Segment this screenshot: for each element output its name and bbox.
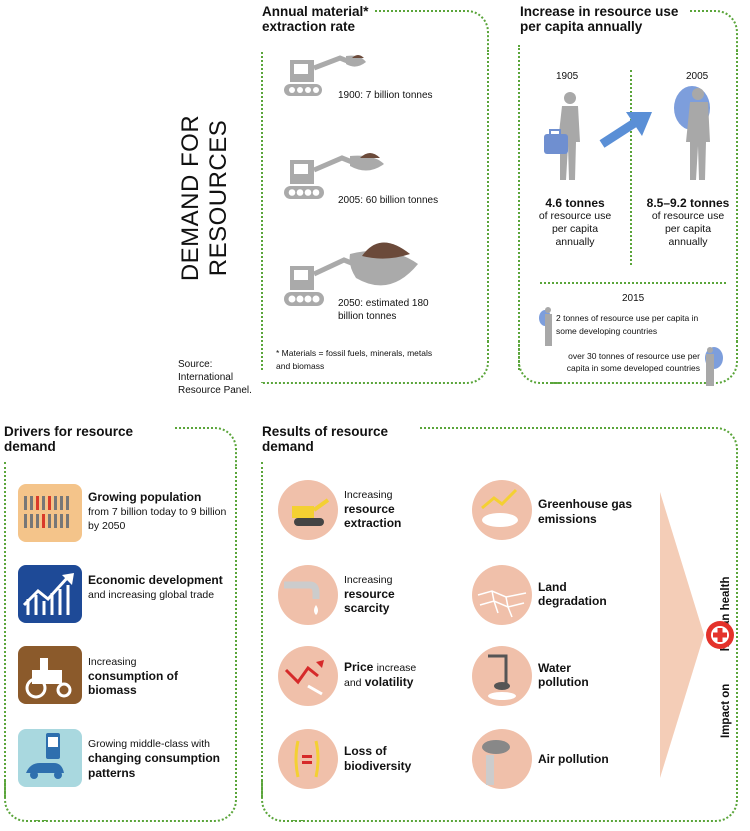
impact-pre: Impact on (720, 683, 732, 738)
extraction-footnote: * Materials = fossil fuels, minerals, me… (276, 348, 433, 371)
extraction-label-1900: 1900: 7 billion tonnes (338, 90, 433, 101)
per-capita-title: Increase in resource use per capita annu… (520, 4, 679, 34)
drivers-panel-bottom-right (36, 780, 237, 822)
driver-consumption-bold: changing consumption patterns (88, 751, 220, 780)
result-scarcity-pre: Increasing (344, 574, 393, 586)
extraction-panel-border (375, 10, 489, 52)
results-panel-border (420, 427, 738, 469)
result-price-bold: Price (344, 660, 374, 674)
price-volatility-icon (278, 646, 338, 706)
extraction-title: Annual material* extraction rate (262, 4, 369, 34)
result-land-label: Land degradation (538, 580, 618, 609)
result-biodiversity-label: Loss of biodiversity (344, 744, 424, 774)
source-note: Source: International Resource Panel. (178, 359, 252, 396)
small-person-developing-icon (539, 307, 552, 346)
year-2005: 2005 (686, 71, 709, 82)
result-extraction-pre: Increasing (344, 489, 393, 501)
driver-biomass-label: Increasing consumption of biomass (88, 655, 228, 698)
biodiversity-icon (278, 729, 338, 789)
result-price-rest: increase and (344, 662, 417, 689)
result-water-bold: Water pollution (538, 661, 589, 689)
extraction-circle-icon (278, 480, 338, 540)
results-panel-bottom-right (293, 780, 738, 822)
per-capita-panel-bottom-right (550, 340, 738, 384)
driver-population-rest: from 7 billion today to 9 billion by 205… (88, 506, 227, 532)
result-air-label: Air pollution (538, 752, 648, 767)
year-2015: 2015 (622, 293, 645, 304)
driver-economic-bold: Economic development (88, 573, 223, 587)
results-title: Results of resource demand (262, 424, 389, 454)
result-water-label: Water pollution (538, 661, 618, 690)
drivers-panel-border (175, 427, 237, 469)
tractor-icon (18, 646, 82, 704)
result-biodiversity-bold: Loss of biodiversity (344, 744, 412, 773)
small-person-developed-icon (705, 347, 723, 386)
result-greenhouse-bold: Greenhouse gas emissions (538, 497, 633, 526)
water-pollution-icon (472, 646, 532, 706)
results-panel-right-line (736, 467, 738, 782)
health-cross-icon (706, 621, 734, 649)
extraction-label-2050: 2050: estimated 180 billion tonnes (338, 298, 429, 322)
driver-consumption-label: Growing middle-class with changing consu… (88, 737, 236, 781)
excavator-1900-icon (284, 55, 366, 96)
result-price-bold2: volatility (364, 675, 414, 689)
per-capita-panel-right-line (736, 50, 738, 342)
result-air-bold: Air pollution (538, 752, 609, 766)
per-capita-panel-bottom-left (518, 340, 560, 384)
phone-car-icon (18, 729, 82, 787)
result-scarcity-bold: resource scarcity (344, 587, 395, 615)
arrow-up-right-icon (599, 112, 652, 148)
results-panel-left-line (261, 462, 263, 797)
extraction-panel-right-line (487, 50, 489, 342)
results-panel-bottom-left (261, 780, 303, 822)
drivers-panel-left-line (4, 462, 6, 797)
drivers-title: Drivers for resource demand (4, 424, 134, 454)
value-1905: 4.6 tonnes (545, 196, 605, 210)
per-capita-divider-h (540, 282, 726, 284)
unit-1905: of resource use per capita annually (538, 210, 612, 248)
person-1905-icon (544, 92, 580, 180)
per-capita-divider-v (630, 70, 632, 265)
driver-economic-label: Economic development and increasing glob… (88, 573, 228, 602)
greenhouse-gas-icon (472, 480, 532, 540)
driver-population-bold: Growing population (88, 490, 202, 504)
driver-economic-rest: and increasing global trade (88, 589, 215, 601)
excavator-2050-icon (284, 242, 418, 306)
result-extraction-label: Increasing resource extraction (344, 488, 434, 531)
result-land-bold: Land degradation (538, 580, 607, 608)
impact-arrow-shape (660, 492, 704, 778)
air-pollution-icon (472, 729, 532, 789)
excavator-2005-icon (284, 153, 384, 199)
result-price-label: Price increase and volatility (344, 660, 436, 690)
value-2005: 8.5–9.2 tonnes (646, 196, 730, 210)
person-2005-icon (674, 86, 710, 180)
year-1905: 1905 (556, 71, 579, 82)
driver-biomass-bold: consumption of biomass (88, 669, 178, 697)
scarcity-tap-icon (278, 565, 338, 625)
demand-title-text: DEMAND FOR RESOURCES (177, 114, 232, 282)
per-capita-panel-left-line (518, 45, 520, 370)
per-capita-panel-border (690, 10, 738, 52)
drivers-panel-bottom-left (4, 780, 46, 822)
drivers-panel-right-line (235, 467, 237, 782)
driver-biomass-pre: Increasing (88, 656, 137, 668)
result-greenhouse-label: Greenhouse gas emissions (538, 497, 648, 527)
note-developing: 2 tonnes of resource use per capita in s… (556, 313, 699, 336)
economic-chart-icon (18, 565, 82, 623)
unit-2005: of resource use per capita annually (651, 210, 725, 248)
impact-label: Impact on human health (720, 478, 732, 738)
extraction-panel-left-line (261, 52, 263, 370)
result-extraction-bold: resource extraction (344, 502, 402, 530)
extraction-label-2005: 2005: 60 billion tonnes (338, 195, 439, 206)
result-scarcity-label: Increasing resource scarcity (344, 573, 434, 616)
note-developed: over 30 tonnes of resource use per capit… (566, 351, 700, 373)
extraction-panel-bottom (261, 340, 489, 384)
population-icon (18, 484, 82, 542)
driver-consumption-pre: Growing middle-class with (88, 738, 210, 750)
demand-title: DEMAND FOR RESOURCES (170, 100, 240, 310)
driver-population-label: Growing population from 7 billion today … (88, 490, 228, 533)
land-degradation-icon (472, 565, 532, 625)
